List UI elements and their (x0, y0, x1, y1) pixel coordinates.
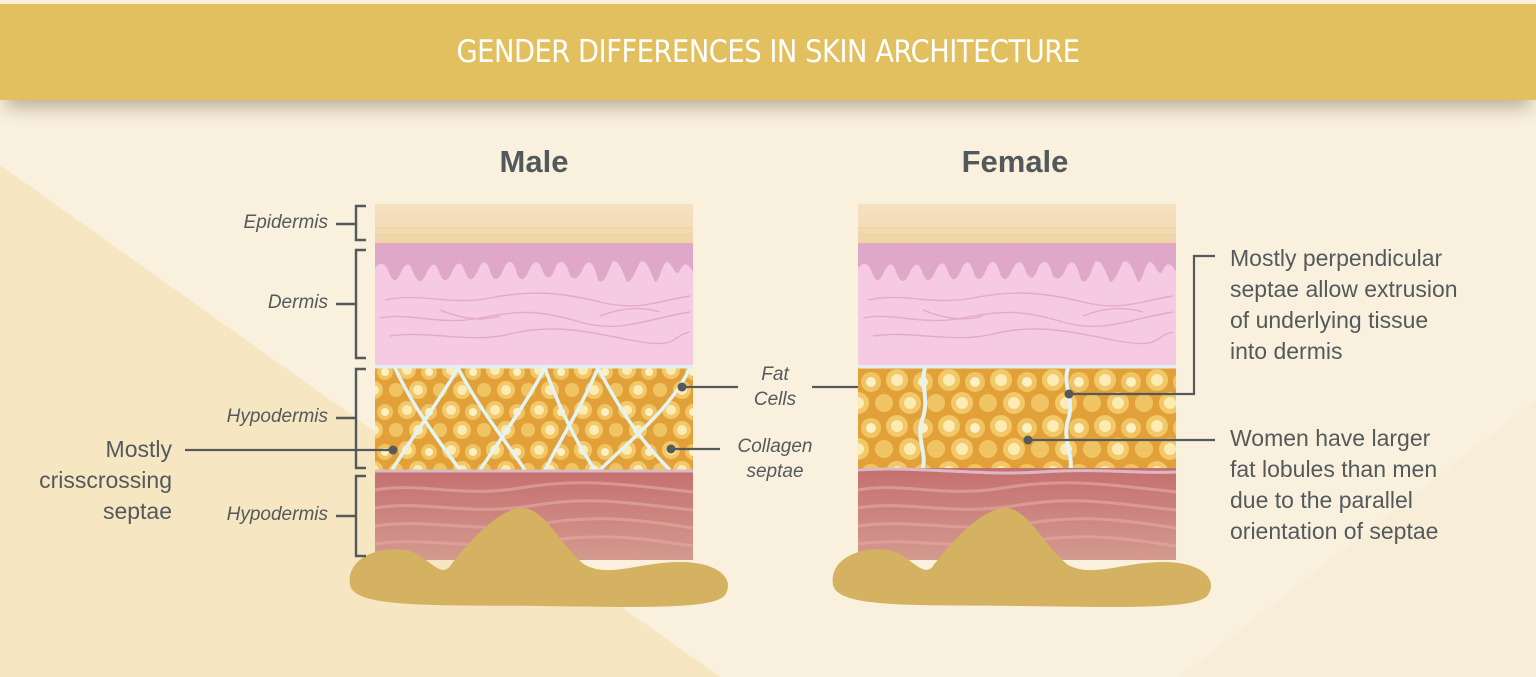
label-line: Collagen (737, 436, 813, 457)
label-dermis: Dermis (267, 292, 328, 313)
note-line: septae allow extrusion (1230, 276, 1458, 302)
female-perpendicular-septae (918, 367, 1073, 473)
note-line: due to the parallel (1230, 487, 1413, 513)
note-line: Women have larger (1230, 425, 1431, 451)
female-lobules-note: Women have larger fat lobules than men d… (1230, 423, 1530, 547)
fat-cells-label: Fat Cells (740, 362, 810, 412)
note-line: fat lobules than men (1230, 456, 1438, 482)
female-epidermis (858, 204, 1176, 244)
male-base-tissue (349, 508, 728, 607)
male-skin-block (349, 204, 728, 607)
note-line: Mostly perpendicular (1230, 245, 1443, 271)
female-title: Female (961, 144, 1069, 179)
page-title: GENDER DIFFERENCES IN SKIN ARCHITECTURE (456, 34, 1080, 70)
note-line: of underlying tissue (1230, 307, 1429, 333)
label-line: Fat (761, 364, 789, 385)
male-crisscross-septae (390, 367, 692, 472)
label-hypodermis-lower: Hypodermis (226, 504, 328, 525)
note-line: crisscrossing (39, 467, 172, 493)
female-pointers (1023, 254, 1215, 445)
label-epidermis: Epidermis (243, 212, 328, 233)
note-line: into dermis (1230, 338, 1343, 364)
collagen-septae-label: Collagen septae (722, 434, 828, 484)
label-line: septae (746, 461, 804, 482)
male-epidermis (375, 204, 693, 244)
female-skin-block (832, 204, 1211, 607)
female-fat-layer (858, 366, 1176, 470)
header-banner: GENDER DIFFERENCES IN SKIN ARCHITECTURE (0, 4, 1536, 100)
male-layer-brackets (336, 204, 366, 558)
male-title: Male (499, 144, 569, 179)
female-perpendicular-note: Mostly perpendicular septae allow extrus… (1230, 243, 1530, 367)
label-line: Cells (753, 389, 797, 410)
female-base-tissue (832, 508, 1211, 607)
note-line: Mostly (105, 436, 172, 462)
crisscross-pointer (185, 445, 398, 455)
label-hypodermis: Hypodermis (226, 406, 328, 427)
note-line: orientation of septae (1230, 518, 1439, 544)
note-line: septae (102, 498, 172, 524)
male-crisscross-note: Mostly crisscrossing septae (20, 434, 172, 527)
